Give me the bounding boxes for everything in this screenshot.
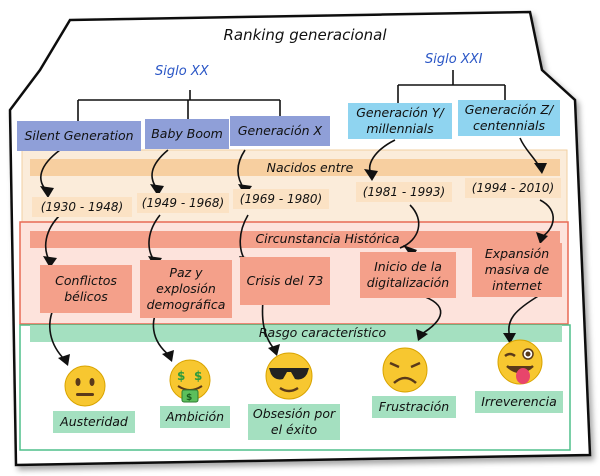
century-brackets (77, 70, 506, 121)
born-years-z: (1994 - 2010) (465, 178, 561, 198)
born-band-strip (30, 159, 560, 176)
born-years-silent: (1930 - 1948) (32, 197, 132, 217)
trait-label-x: Obsesión por el éxito (248, 404, 340, 440)
born-years-y: (1981 - 1993) (356, 182, 452, 202)
svg-text:$: $ (186, 393, 192, 403)
born-years-x: (1969 - 1980) (233, 189, 329, 209)
trait-label-y: Frustración (372, 396, 456, 418)
generation-box-x: Generación X (230, 116, 330, 146)
circumstance-box-silent: Conflictos bélicos (40, 265, 132, 313)
svg-text:$: $ (194, 369, 202, 383)
generation-box-z: Generación Z/ centennials (458, 100, 560, 136)
circumstance-box-x: Crisis del 73 (240, 257, 330, 305)
sunglasses-face-icon (265, 352, 313, 400)
svg-text:$: $ (177, 369, 185, 383)
money-mouth-face-icon: $ $ $ (169, 359, 211, 403)
generation-box-baby-boom: Baby Boom (145, 119, 229, 149)
born-years-baby-boom: (1949 - 1968) (137, 193, 229, 213)
generation-box-y: Generación Y/ millennials (348, 103, 452, 139)
winking-tongue-face-icon (497, 339, 543, 385)
circumstance-band-strip (30, 231, 560, 248)
circumstance-box-baby-boom: Paz y explosión demográfica (140, 260, 232, 318)
born-band-label: Nacidos entre (266, 160, 354, 175)
circumstance-box-z: Expansión masiva de internet (472, 243, 562, 297)
century-xxi-label: Siglo XXI (425, 52, 483, 67)
disappointed-face-icon (382, 347, 428, 393)
trait-label-silent: Austeridad (53, 411, 135, 433)
trait-label-z: Irreverencia (475, 391, 563, 413)
trait-label-baby-boom: Ambición (160, 406, 230, 428)
page-title: Ranking generacional (223, 26, 387, 44)
generation-box-silent: Silent Generation (17, 121, 141, 151)
circumstance-box-y: Inicio de la digitalización (360, 252, 456, 298)
circumstance-band-label: Circunstancia Histórica (255, 231, 400, 246)
neutral-face-icon (64, 365, 106, 407)
trait-band-label: Rasgo característico (258, 325, 387, 340)
century-xx-label: Siglo XX (155, 64, 209, 79)
